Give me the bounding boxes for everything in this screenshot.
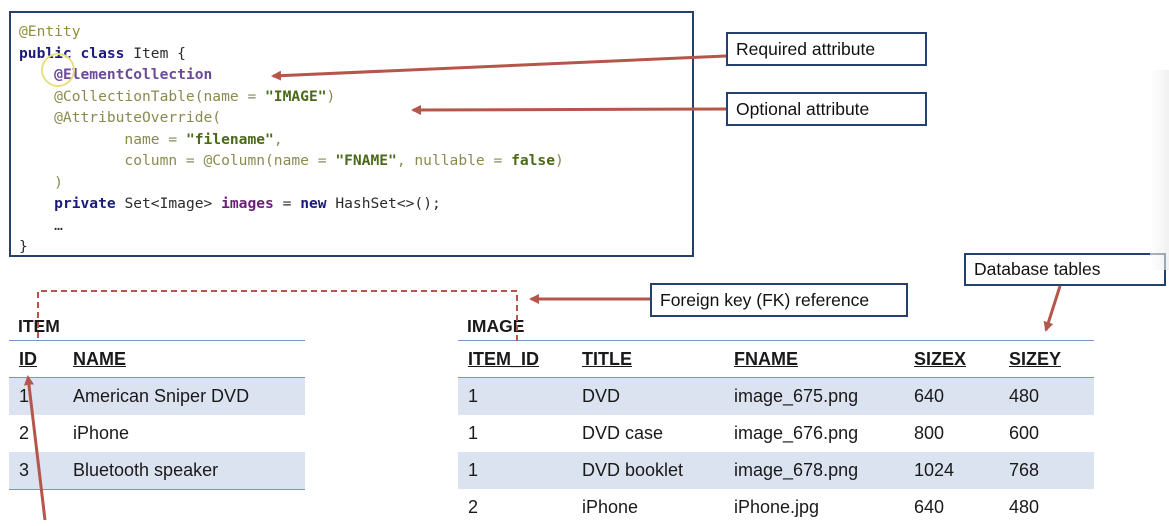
code-token: , nullable =	[396, 152, 512, 169]
arrow-db-tables	[1043, 285, 1062, 332]
image-col-sizey: SIZEY	[999, 340, 1094, 378]
callout-fk-label: Foreign key (FK) reference	[660, 289, 870, 310]
code-token: @CollectionTable(name =	[19, 87, 266, 105]
table-cell: 1	[458, 377, 572, 415]
code-token: )	[326, 87, 336, 105]
table-cell: 1	[9, 377, 63, 415]
table-cell: iPhone	[73, 423, 130, 443]
code-line: @AttributeOverride(	[19, 107, 692, 129]
table-row: 2 iPhone iPhone.jpg 640 480	[458, 489, 1094, 526]
code-line: …	[19, 215, 692, 237]
code-token: column = @Column(name =	[19, 152, 336, 169]
item-table-title: ITEM	[18, 316, 60, 336]
code-token	[19, 195, 54, 212]
table-cell: 600	[1009, 423, 1040, 443]
callout-database-tables: Database tables	[964, 253, 1166, 286]
item-col-name: NAME	[63, 340, 305, 378]
code-token: "FNAME"	[335, 152, 397, 169]
item-table-header-row: ID NAME	[9, 340, 305, 378]
table-cell: 1	[458, 452, 572, 489]
table-cell: 3	[9, 452, 63, 490]
code-token: @ElementCollection	[54, 66, 213, 83]
item-table: ID NAME 1 American Sniper DVD 2 iPhone 3…	[9, 340, 305, 490]
code-token: private	[54, 195, 125, 212]
table-cell: DVD	[572, 377, 724, 415]
table-cell: image_675.png	[724, 377, 904, 415]
table-cell: 768	[999, 452, 1094, 489]
table-cell: 1	[468, 423, 479, 443]
table-cell: image_676.png	[734, 423, 859, 443]
callout-fk-reference: Foreign key (FK) reference	[650, 283, 908, 317]
code-token: name =	[19, 130, 186, 148]
table-cell: DVD booklet	[572, 452, 724, 489]
code-token: images	[221, 195, 274, 212]
code-token: @Entity	[19, 23, 81, 40]
image-col-title: TITLE	[572, 340, 724, 378]
code-line: public class Item {	[19, 43, 692, 65]
code-line: @CollectionTable(name = "IMAGE")	[19, 86, 692, 108]
code-token: )	[555, 152, 564, 169]
table-row: 1 American Sniper DVD	[9, 377, 305, 415]
image-col-item-id: ITEM_ID	[458, 340, 572, 378]
cursor-highlight	[41, 53, 75, 87]
code-token: …	[19, 216, 63, 234]
callout-optional-attribute: Optional attribute	[726, 92, 927, 126]
table-cell: American Sniper DVD	[63, 377, 305, 415]
table-cell: 480	[999, 377, 1094, 415]
table-row: 1 DVD image_675.png 640 480	[458, 377, 1094, 415]
image-col-fname: FNAME	[724, 340, 904, 378]
code-listing: @Entity public class Item { @ElementColle…	[9, 11, 694, 257]
table-cell: 640	[904, 377, 999, 415]
window-edge-shadow	[1150, 70, 1169, 270]
code-token: false	[511, 152, 555, 169]
code-line: @ElementCollection	[19, 64, 692, 86]
table-row: 3 Bluetooth speaker	[9, 452, 305, 490]
table-row: 1 DVD case image_676.png 800 600	[458, 415, 1094, 452]
code-token: "IMAGE"	[265, 87, 327, 105]
code-token: =	[273, 195, 301, 212]
code-line: )	[19, 172, 692, 194]
table-row: 1 DVD booklet image_678.png 1024 768	[458, 452, 1094, 489]
table-cell: Bluetooth speaker	[63, 452, 305, 490]
table-cell: 2	[19, 423, 30, 443]
item-col-id: ID	[9, 340, 63, 378]
callout-optional-label: Optional attribute	[736, 98, 870, 119]
code-token: )	[19, 173, 63, 191]
code-token: "filename"	[185, 130, 274, 148]
table-cell: 2	[468, 497, 479, 517]
table-cell: 640	[914, 497, 945, 517]
code-line: column = @Column(name = "FNAME", nullabl…	[19, 150, 692, 172]
table-cell: iPhone	[582, 497, 639, 517]
table-cell: 480	[1009, 497, 1040, 517]
code-line: private Set<Image> images = new HashSet<…	[19, 193, 692, 215]
image-table-header-row: ITEM_ID TITLE FNAME SIZEX SIZEY	[458, 340, 1094, 378]
code-token: @AttributeOverride(	[19, 109, 222, 126]
code-token: Item {	[133, 44, 186, 62]
table-row: 2 iPhone	[9, 415, 305, 452]
image-table-title: IMAGE	[467, 316, 525, 336]
code-token: public class	[19, 44, 134, 62]
code-token: HashSet<>();	[335, 195, 441, 212]
table-cell: 1024	[904, 452, 999, 489]
code-line: name = "filename",	[19, 129, 692, 151]
code-line: }	[19, 236, 692, 258]
code-token: Set<Image>	[124, 195, 222, 212]
code-token: new	[300, 195, 336, 212]
callout-required-label: Required attribute	[736, 38, 876, 59]
image-table: ITEM_ID TITLE FNAME SIZEX SIZEY 1 DVD im…	[458, 340, 1094, 526]
fk-dashed-link	[37, 290, 518, 341]
code-line: @Entity	[19, 21, 692, 43]
callout-db-label: Database tables	[974, 259, 1101, 279]
table-cell: 800	[914, 423, 945, 443]
callout-required-attribute: Required attribute	[726, 32, 927, 66]
code-token: }	[19, 238, 28, 255]
code-token: ,	[273, 130, 283, 148]
table-cell: image_678.png	[724, 452, 904, 489]
image-col-sizex: SIZEX	[904, 340, 999, 378]
table-cell: DVD case	[582, 423, 664, 443]
table-cell: iPhone.jpg	[734, 497, 820, 517]
